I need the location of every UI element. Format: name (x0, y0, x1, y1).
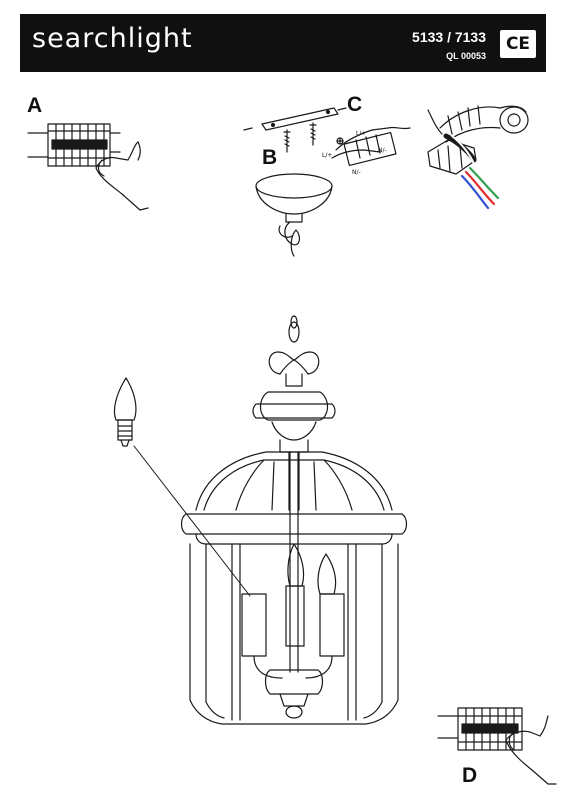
wire-label-live-lower: L/+ (322, 152, 332, 159)
step-label-d: D (462, 764, 478, 787)
wire-label-neutral-upper: N/- (378, 147, 387, 154)
ql-code: QL 00053 (446, 51, 486, 61)
screw-icon (283, 122, 317, 153)
hand-icon (505, 715, 557, 785)
wire-label-live-upper: L/+ (356, 130, 366, 137)
connector-block-icon (437, 707, 523, 751)
model-numbers: 5133 / 7133 (412, 29, 486, 45)
insulating-tape-icon (427, 105, 529, 143)
candle-bulb-icon (113, 377, 137, 447)
brand-logo: searchlight (32, 23, 193, 54)
connector-block-icon (27, 123, 121, 167)
bulb-pointer-line (133, 445, 251, 597)
wiring-connection (331, 126, 411, 167)
lantern-icon (180, 315, 408, 725)
step-label-b: B (262, 146, 278, 169)
hand-icon (95, 141, 149, 211)
step-label-c: C (347, 93, 363, 116)
ceiling-rose-icon (255, 173, 333, 257)
step-label-a: A (27, 94, 43, 117)
connector-block-icon (427, 133, 477, 175)
header-bar: searchlight 5133 / 7133 QL 00053 CE (20, 14, 546, 72)
wire-label-neutral-lower: N/- (352, 169, 361, 176)
ce-mark-icon: CE (500, 30, 536, 58)
mounting-bracket (243, 107, 347, 131)
